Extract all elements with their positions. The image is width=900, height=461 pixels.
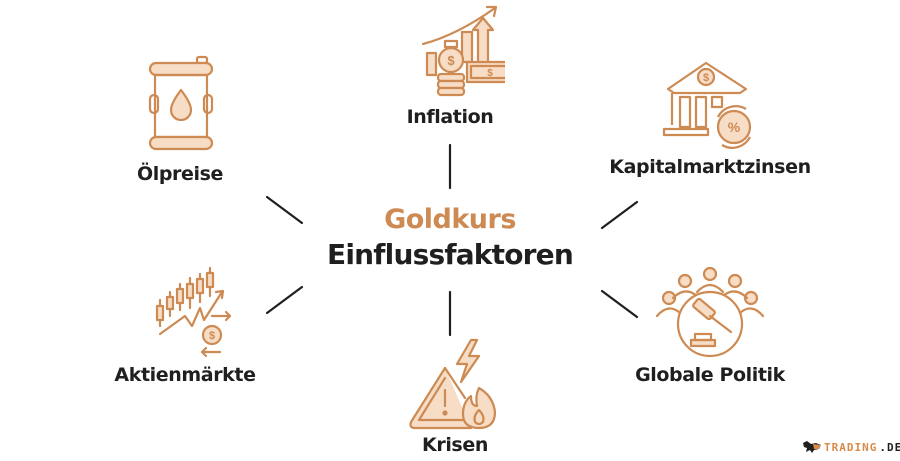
connector-oelpreise (265, 195, 304, 225)
logo-text-trading: TRADING (824, 440, 878, 454)
node-aktienmaerkte: $ Aktienmärkte (100, 264, 270, 386)
title-einflussfaktoren: Einflussfaktoren (327, 238, 574, 271)
node-krisen: Krisen (390, 336, 520, 456)
central-topic: Goldkurs Einflussfaktoren (300, 203, 600, 273)
candlestick-chart-icon: $ (155, 266, 232, 358)
svg-text:$: $ (703, 72, 709, 84)
connector-globale-politik (600, 289, 639, 319)
connector-aktienmaerkte (265, 285, 304, 315)
connector-kapitalmarktzinsen (600, 200, 639, 230)
node-inflation: $ $ Inflation (380, 0, 520, 128)
oil-barrel-icon (148, 55, 214, 151)
label-inflation: Inflation (406, 106, 494, 128)
gavel-people-icon (655, 266, 765, 358)
trading-de-logo: TRADING.DE (802, 440, 900, 454)
svg-text:$: $ (209, 330, 215, 342)
label-aktienmaerkte: Aktienmärkte (114, 364, 256, 386)
svg-text:%: % (728, 119, 741, 135)
label-globale-politik: Globale Politik (635, 364, 785, 386)
label-oelpreise: Ölpreise (136, 163, 224, 185)
node-oelpreise: Ölpreise (120, 55, 240, 185)
node-globale-politik: Globale Politik (620, 264, 800, 386)
label-kapitalmarktzinsen: Kapitalmarktzinsen (609, 156, 811, 178)
label-krisen: Krisen (422, 434, 488, 456)
svg-text:$: $ (447, 53, 455, 68)
bank-interest-icon: $ % (662, 61, 752, 149)
bull-logo-icon (803, 441, 821, 453)
logo-text-de: .DE (879, 440, 900, 454)
node-kapitalmarktzinsen: $ % Kapitalmarktzinsen (590, 55, 830, 178)
svg-text:$: $ (487, 68, 493, 79)
title-goldkurs: Goldkurs (384, 204, 516, 235)
money-growth-chart-icon: $ $ (421, 5, 505, 97)
warning-fire-icon (409, 338, 497, 430)
